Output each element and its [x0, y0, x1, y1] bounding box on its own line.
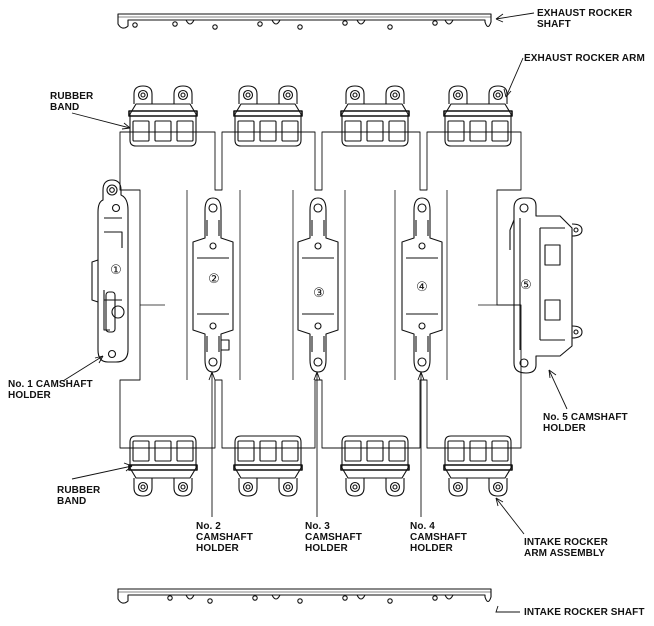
holder-number-4: ④ [416, 280, 428, 295]
intake-rocker-shaft [117, 588, 492, 604]
label-camshaft-holder-2: No. 2 CAMSHAFT HOLDER [196, 521, 253, 554]
label-intake-rocker-arm-assembly: INTAKE ROCKER ARM ASSEMBLY [524, 537, 608, 559]
label-rubber-band-bottom: RUBBER BAND [57, 485, 101, 507]
label-exhaust-rocker-shaft: EXHAUST ROCKER SHAFT [537, 8, 633, 30]
camshaft-holder-2 [192, 197, 234, 373]
holder-number-5: ⑤ [520, 278, 532, 293]
camshaft-holder-1 [91, 179, 129, 363]
holder-number-2: ② [208, 272, 220, 287]
label-camshaft-holder-1: No. 1 CAMSHAFT HOLDER [8, 379, 93, 401]
exhaust-rocker-arm-4 [443, 85, 513, 147]
label-camshaft-holder-3: No. 3 CAMSHAFT HOLDER [305, 521, 362, 554]
holder-number-1: ① [110, 263, 122, 278]
intake-rocker-arm-3 [340, 435, 410, 497]
camshaft-holder-3 [297, 197, 339, 373]
cylinder-head-outline [119, 131, 522, 449]
exhaust-rocker-arm-3 [340, 85, 410, 147]
exhaust-rocker-shaft [117, 13, 492, 30]
camshaft-holder-4 [401, 197, 443, 373]
label-exhaust-rocker-arm: EXHAUST ROCKER ARM [524, 53, 645, 64]
camshaft-holder-5 [509, 197, 583, 374]
label-camshaft-holder-4: No. 4 CAMSHAFT HOLDER [410, 521, 467, 554]
intake-rocker-arm-1 [128, 435, 198, 497]
holder-number-3: ③ [313, 286, 325, 301]
label-intake-rocker-shaft: INTAKE ROCKER SHAFT [524, 607, 645, 618]
intake-rocker-arm-2 [233, 435, 303, 497]
label-rubber-band-top: RUBBER BAND [50, 91, 94, 113]
intake-rocker-arm-4 [443, 435, 513, 497]
exhaust-rocker-arm-2 [233, 85, 303, 147]
label-camshaft-holder-5: No. 5 CAMSHAFT HOLDER [543, 412, 628, 434]
leader-lines [62, 12, 568, 613]
exhaust-rocker-arm-1 [128, 85, 198, 147]
